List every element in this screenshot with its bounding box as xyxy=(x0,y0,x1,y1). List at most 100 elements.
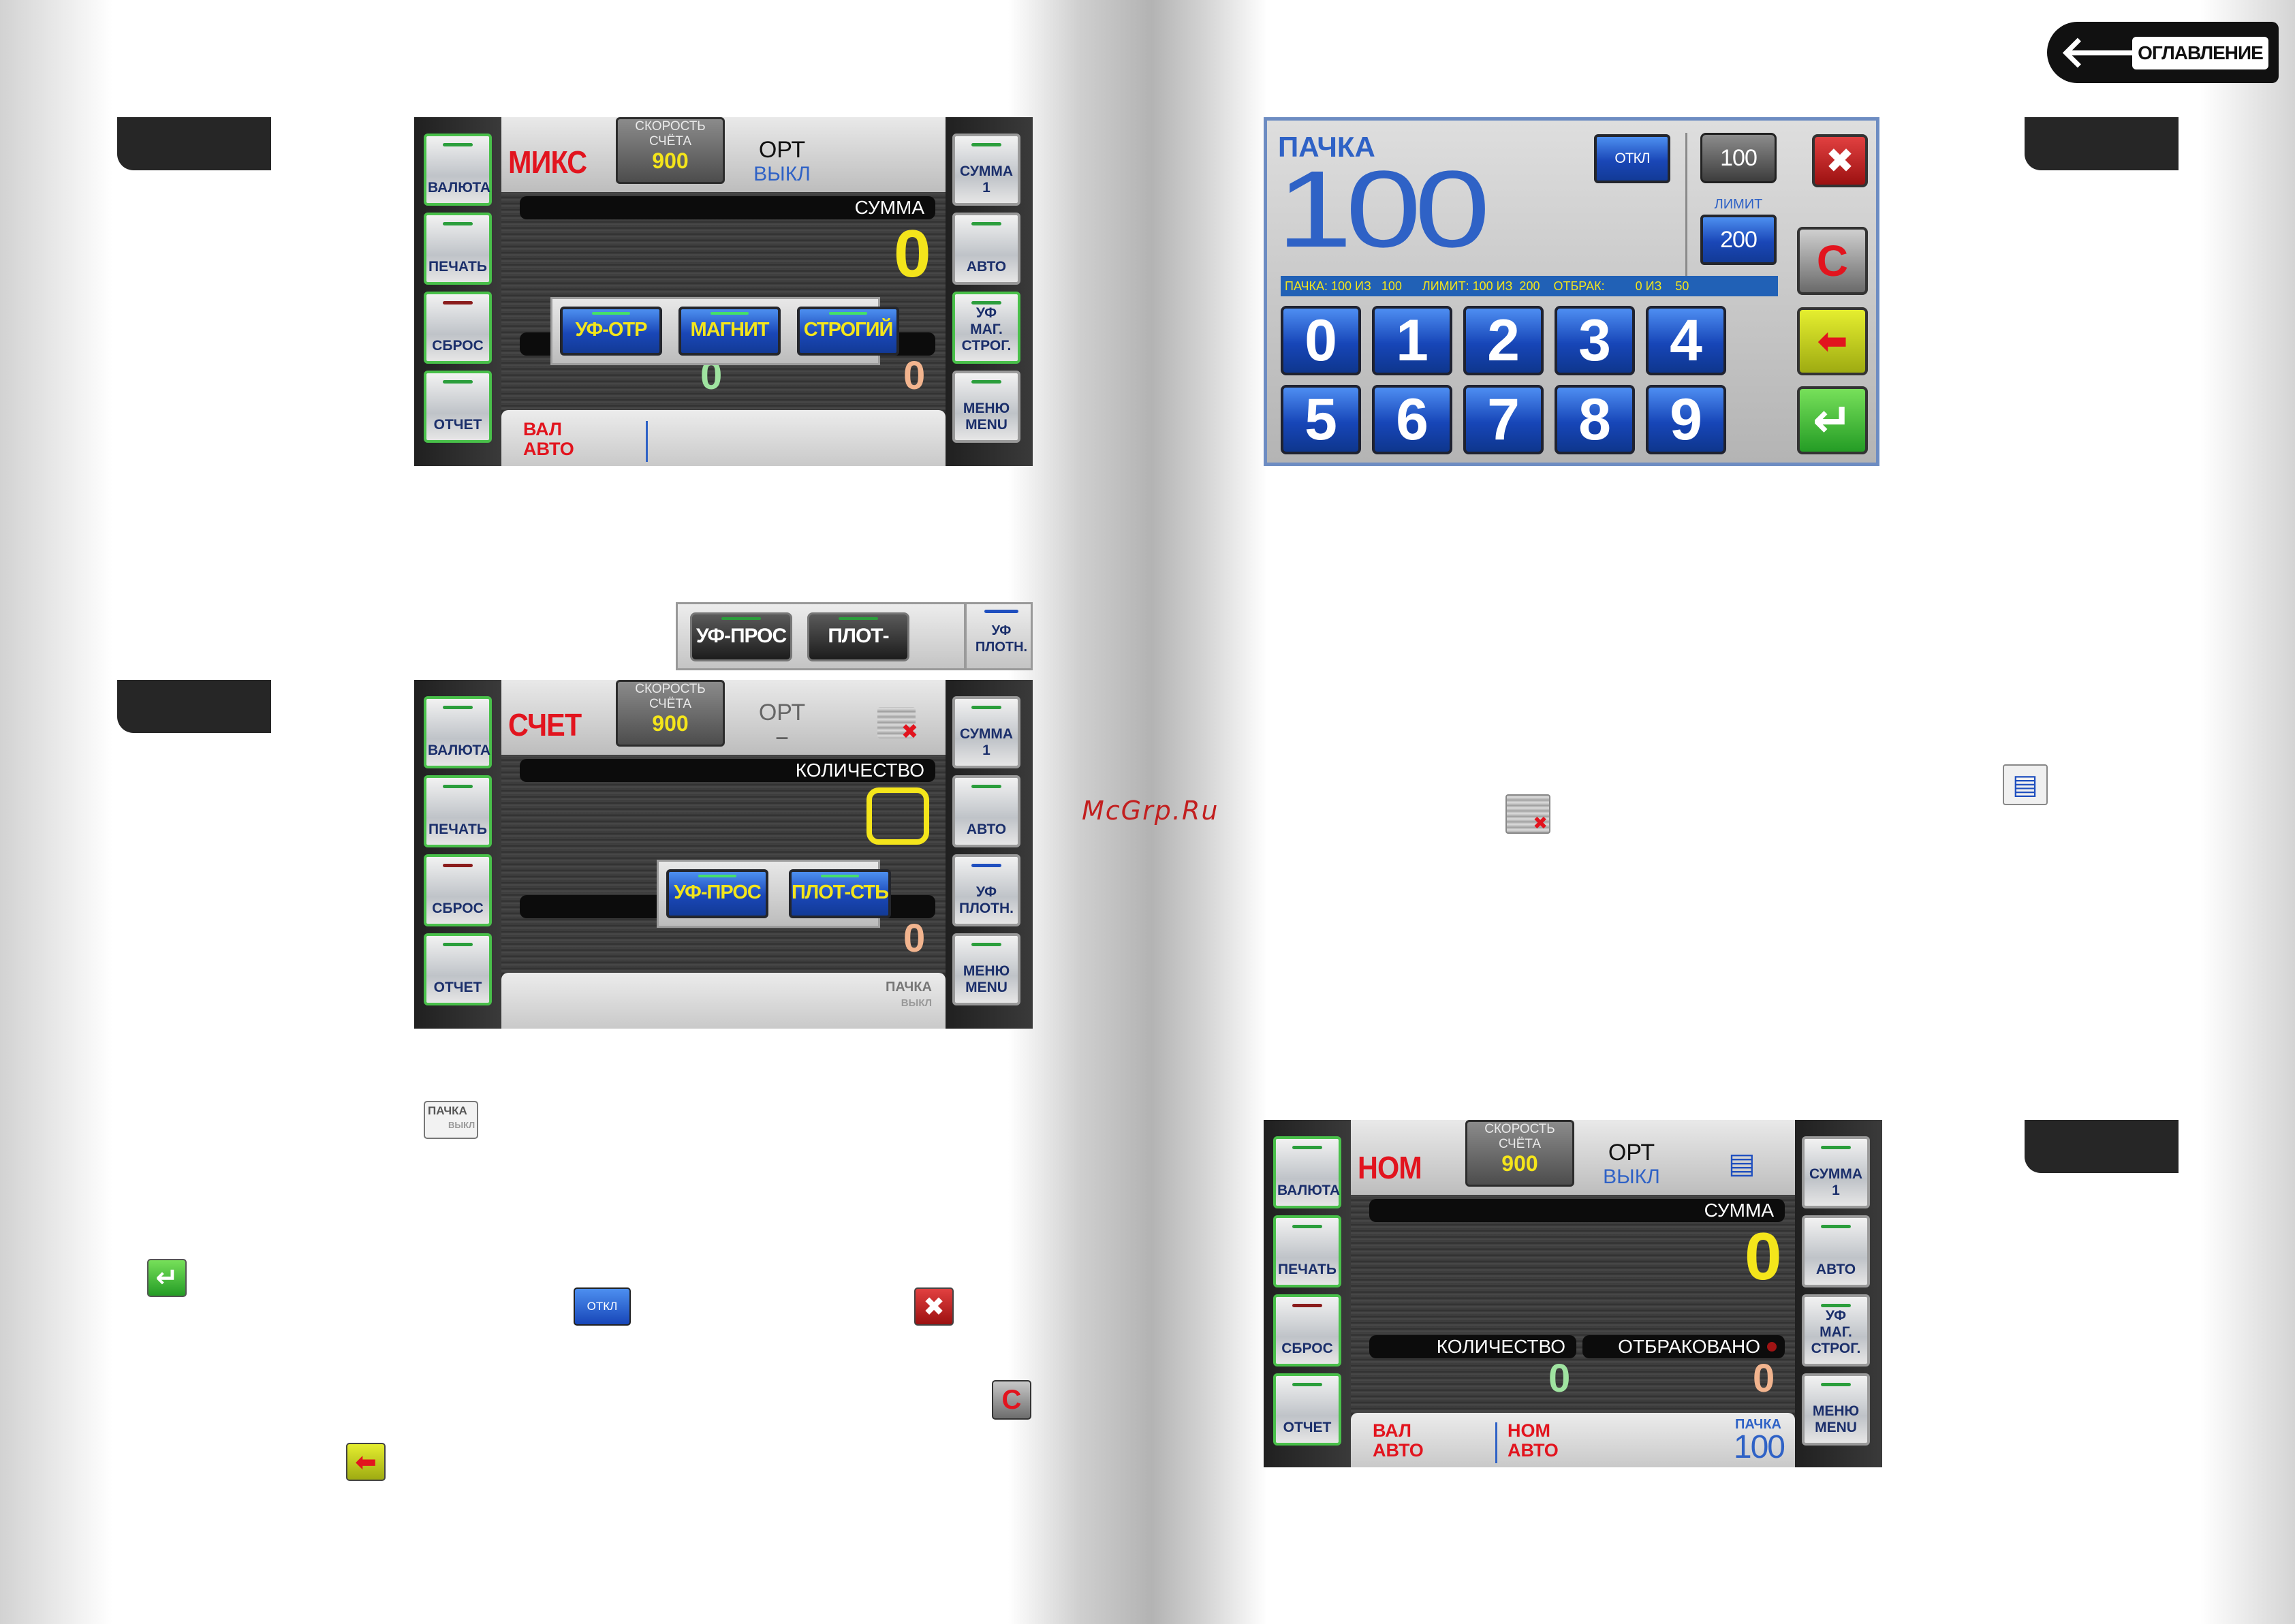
close-button[interactable]: ✖ xyxy=(1812,134,1868,187)
speed-button[interactable]: СКОРОСТЬ СЧЁТА 900 xyxy=(1465,1120,1574,1187)
pack-stack-icon: ▤ xyxy=(2003,764,2048,805)
section-tab xyxy=(2025,1120,2179,1173)
keypad-title: ПАЧКА xyxy=(1278,131,1375,163)
speed-value: 900 xyxy=(652,149,689,173)
enter-button[interactable]: ↵ xyxy=(1797,386,1868,454)
key-3[interactable]: 3 xyxy=(1555,306,1635,375)
report-button[interactable]: ОТЧЕТ xyxy=(1273,1373,1341,1446)
speed-button[interactable]: СКОРОСТЬ СЧЁТА 900 xyxy=(616,117,725,184)
currency-button[interactable]: ВАЛЮТА xyxy=(1273,1136,1341,1208)
off-button-icon: ОТКЛ xyxy=(574,1287,631,1326)
mode-label: СЧЕТ xyxy=(508,707,582,743)
off-button[interactable]: ОТКЛ xyxy=(1594,134,1670,183)
clear-icon: C xyxy=(992,1380,1031,1420)
ort-state: ВЫКЛ xyxy=(1603,1166,1660,1188)
reject-pocket-off-icon[interactable]: ✖ xyxy=(877,707,918,743)
bottom-bar xyxy=(501,973,946,1029)
print-button[interactable]: ПЕЧАТЬ xyxy=(424,775,492,847)
mode-label: МИКС xyxy=(508,144,587,180)
divider xyxy=(646,421,648,462)
reject-value: 0 xyxy=(903,354,926,398)
quantity-bar: КОЛИЧЕСТВО xyxy=(520,759,935,782)
keypad-value: 100 xyxy=(1277,148,1490,270)
pack-value[interactable]: 100 xyxy=(1733,1429,1785,1465)
uv-reject-button[interactable]: УФ-ОТР xyxy=(560,307,662,356)
sum-value: 0 xyxy=(894,216,931,291)
key-2[interactable]: 2 xyxy=(1463,306,1544,375)
auto-button[interactable]: АВТО xyxy=(952,775,1020,847)
uv-transparency-button[interactable]: УФ-ПРОС xyxy=(666,869,768,918)
density-button[interactable]: ПЛОТ-СТЬ xyxy=(789,869,891,918)
sum-bar: СУММА xyxy=(1369,1199,1785,1222)
report-button[interactable]: ОТЧЕТ xyxy=(424,371,492,443)
key-4[interactable]: 4 xyxy=(1646,306,1726,375)
ort-label: ОРТ xyxy=(1608,1140,1655,1166)
speed-button[interactable]: СКОРОСТЬ СЧЁТА 900 xyxy=(616,680,725,747)
ort-state: ВЫКЛ xyxy=(753,163,811,185)
count-label-bar: КОЛИЧЕСТВО xyxy=(1369,1335,1576,1358)
speed-label: СЧЁТА xyxy=(649,697,692,711)
status-bar: ПАЧКА: 100 ИЗ 100 ЛИМИТ: 100 ИЗ 200 ОТБР… xyxy=(1281,276,1778,296)
reset-button[interactable]: СБРОС xyxy=(424,292,492,364)
reject-led xyxy=(1767,1342,1777,1352)
print-button[interactable]: ПЕЧАТЬ xyxy=(1273,1215,1341,1287)
ort-button[interactable]: ОРТ ВЫКЛ xyxy=(1591,1140,1672,1189)
preset-200-button[interactable]: 200 xyxy=(1700,215,1777,265)
arrow-left-icon: 🡐 xyxy=(2059,27,2176,78)
key-9[interactable]: 9 xyxy=(1646,385,1726,454)
key-7[interactable]: 7 xyxy=(1463,385,1544,454)
ort-button[interactable]: ОРТ – xyxy=(741,700,823,749)
key-0[interactable]: 0 xyxy=(1281,306,1361,375)
magnet-button[interactable]: МАГНИТ xyxy=(678,307,781,356)
print-button[interactable]: ПЕЧАТЬ xyxy=(424,213,492,285)
toc-button[interactable]: 🡐 ОГЛАВЛЕНИЕ xyxy=(2047,22,2279,83)
reject-value: 0 xyxy=(1753,1356,1775,1401)
bottom-bar xyxy=(1351,1413,1795,1467)
mode-label: НОМ xyxy=(1358,1150,1422,1185)
pack-stack-icon[interactable]: ▤ xyxy=(1728,1146,1755,1180)
backspace-button[interactable]: ⬅ xyxy=(1797,307,1868,375)
enter-icon: ↵ xyxy=(147,1259,187,1297)
watermark: McGrp.Ru xyxy=(1082,796,1219,826)
reject-value: 0 xyxy=(903,916,926,961)
speed-label: СЧЁТА xyxy=(1498,1137,1542,1151)
auto-button[interactable]: АВТО xyxy=(952,213,1020,285)
quantity-value-box xyxy=(867,787,929,845)
uv-transparency-button[interactable]: УФ-ПРОС xyxy=(690,612,792,661)
density-button[interactable]: ПЛОТ-СТЬ xyxy=(807,612,909,691)
key-5[interactable]: 5 xyxy=(1281,385,1361,454)
currency-button[interactable]: ВАЛЮТА xyxy=(424,134,492,206)
strict-button[interactable]: СТРОГИЙ xyxy=(797,307,899,356)
ort-button[interactable]: ОРТ ВЫКЛ xyxy=(741,138,823,187)
currency-button[interactable]: ВАЛЮТА xyxy=(424,696,492,768)
report-button[interactable]: ОТЧЕТ xyxy=(424,933,492,1005)
speed-label: СЧЁТА xyxy=(649,134,692,149)
key-6[interactable]: 6 xyxy=(1372,385,1452,454)
key-8[interactable]: 8 xyxy=(1555,385,1635,454)
count-value: 0 xyxy=(1548,1356,1571,1401)
close-icon: ✖ xyxy=(914,1287,954,1326)
preset-100-button[interactable]: 100 xyxy=(1700,133,1777,183)
reset-button[interactable]: СБРОС xyxy=(1273,1294,1341,1367)
clear-button[interactable]: C xyxy=(1797,227,1868,295)
key-1[interactable]: 1 xyxy=(1372,306,1452,375)
reset-button[interactable]: СБРОС xyxy=(424,854,492,926)
auto-button[interactable]: АВТО xyxy=(1802,1215,1870,1287)
section-tab xyxy=(117,117,271,170)
divider xyxy=(1495,1422,1497,1463)
